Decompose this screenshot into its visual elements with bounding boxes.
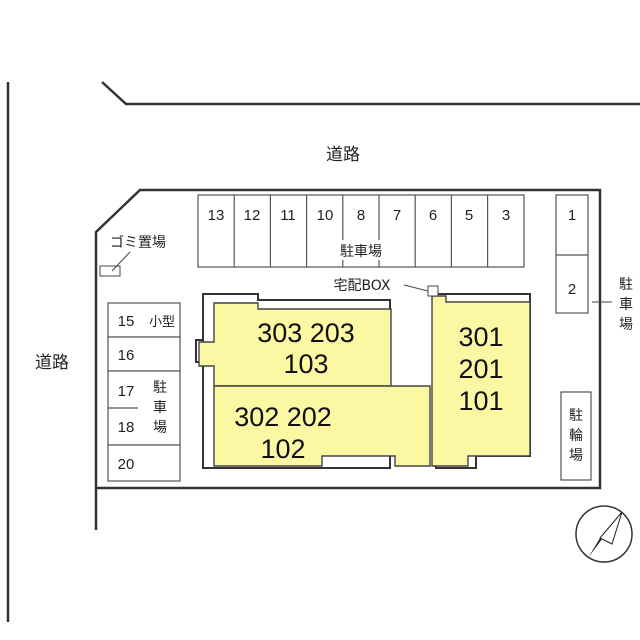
parking-small-label: 小型 xyxy=(149,315,175,330)
units-303-203: 303 203 xyxy=(257,318,355,348)
parking-slot-12: 12 xyxy=(244,207,261,224)
parking-left-label-1: 駐 xyxy=(153,380,167,396)
parking-slot-18: 18 xyxy=(118,419,135,436)
delivery-box-label: 宅配BOX xyxy=(333,278,390,294)
parking-slot-15: 15 xyxy=(118,313,135,330)
delivery-box-leader xyxy=(403,284,429,292)
property-outline xyxy=(94,188,602,530)
bike-parking-area xyxy=(560,391,592,481)
unit-102: 102 xyxy=(260,434,305,464)
road-lines xyxy=(6,81,640,622)
bike-parking-label-2: 輪 xyxy=(569,427,583,444)
parking-slot-5: 5 xyxy=(465,207,473,224)
garbage-box xyxy=(99,265,121,277)
parking-right xyxy=(555,194,589,314)
building-lower-left xyxy=(213,385,431,467)
parking-left-label-3: 場 xyxy=(153,420,167,436)
parking-top-label: 駐車場 xyxy=(340,243,382,260)
unit-201: 201 xyxy=(458,354,503,384)
road-label-top: 道路 xyxy=(326,145,360,165)
units-302-202: 302 202 xyxy=(234,402,332,432)
parking-left-label-2: 車 xyxy=(153,399,167,416)
road-label-left: 道路 xyxy=(35,353,69,373)
parking-slot-6: 6 xyxy=(429,207,437,224)
parking-label-bg xyxy=(330,240,390,260)
parking-slot-20: 20 xyxy=(118,456,135,473)
parking-slot-11: 11 xyxy=(280,207,296,224)
parking-slot-16: 16 xyxy=(118,347,135,364)
parking-slot-2: 2 xyxy=(568,281,576,298)
parking-slot-10: 10 xyxy=(317,207,334,224)
parking-right-label-3: 場 xyxy=(619,317,633,333)
parking-slot-17: 17 xyxy=(118,383,135,400)
building-right xyxy=(431,295,531,467)
bike-parking-label-1: 駐 xyxy=(569,408,583,424)
parking-slot-3: 3 xyxy=(502,207,510,224)
garbage-leader xyxy=(111,251,131,272)
parking-slot-7: 7 xyxy=(393,207,401,224)
garbage-label: ゴミ置場 xyxy=(110,234,166,251)
unit-103: 103 xyxy=(283,349,328,379)
parking-slot-1: 1 xyxy=(568,207,576,224)
parking-slot-8: 8 xyxy=(357,207,365,224)
parking-right-label-2: 車 xyxy=(619,296,633,313)
unit-101: 101 xyxy=(458,386,503,416)
north-arrow-icon xyxy=(575,505,633,563)
unit-301: 301 xyxy=(458,322,503,352)
parking-left xyxy=(107,302,181,482)
parking-slot-13: 13 xyxy=(208,207,225,224)
bike-parking-label-3: 場 xyxy=(569,448,583,464)
parking-right-label-1: 駐 xyxy=(619,277,633,293)
parking-top-row xyxy=(197,194,525,268)
delivery-box xyxy=(427,285,439,297)
